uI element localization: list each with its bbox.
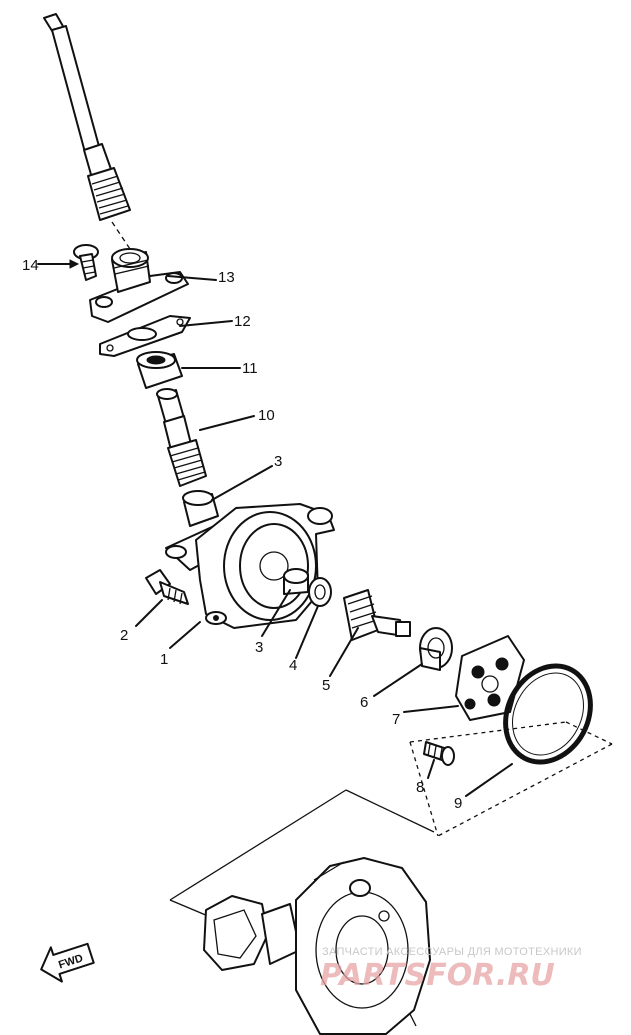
cable-guide-part-13	[89, 248, 189, 323]
screw-part-8	[423, 741, 455, 766]
bolt-part-2	[145, 569, 189, 605]
callout-8: 8	[416, 779, 424, 796]
callout-7: 7	[392, 711, 400, 728]
seal-part-6	[419, 627, 453, 671]
bushing-part-11	[136, 351, 183, 389]
collar-part-3-upper	[182, 490, 219, 527]
callout-3-lower: 3	[255, 639, 263, 656]
callout-13: 13	[218, 269, 235, 286]
tachometer-drive-cable	[43, 13, 133, 253]
engine-case-reference	[203, 857, 431, 1035]
callout-6: 6	[360, 694, 368, 711]
callout-9: 9	[454, 795, 462, 812]
forward-direction-arrow: FWD	[40, 942, 95, 983]
callout-12: 12	[234, 313, 251, 330]
callout-4: 4	[289, 657, 297, 674]
callout-14: 14	[22, 257, 39, 274]
driven-gear-part-5	[343, 589, 411, 641]
pump-housing-part-1	[165, 503, 335, 629]
watermark-tagline: ЗАПЧАСТИ АКСЕССУАРЫ ДЛЯ МОТОТЕХНИКИ	[322, 946, 582, 958]
callout-10: 10	[258, 407, 275, 424]
callout-labels: 14 13 12 11 10 3 2 1 3 4 5 6 7 8 9	[22, 257, 462, 812]
worm-shaft-part-10	[156, 388, 207, 487]
engine-reference-outline-lines	[169, 789, 435, 917]
gasket-part-12	[99, 315, 191, 357]
o-ring-part-9	[503, 663, 593, 765]
cover-plate-part-7	[455, 635, 525, 721]
callout-1: 1	[160, 651, 168, 668]
watermark: ЗАПЧАСТИ АКСЕССУАРЫ ДЛЯ МОТОТЕХНИКИ PART…	[320, 946, 582, 993]
callout-3-upper: 3	[274, 453, 282, 470]
callout-5: 5	[322, 677, 330, 694]
washer-part-4	[308, 577, 332, 607]
assembly-guide-lines	[409, 721, 613, 837]
watermark-site: PARTSFOR.RU	[320, 958, 555, 993]
callout-2: 2	[120, 627, 128, 644]
callout-leaders	[37, 259, 513, 797]
screw-part-14	[73, 244, 99, 281]
callout-11: 11	[242, 360, 258, 377]
